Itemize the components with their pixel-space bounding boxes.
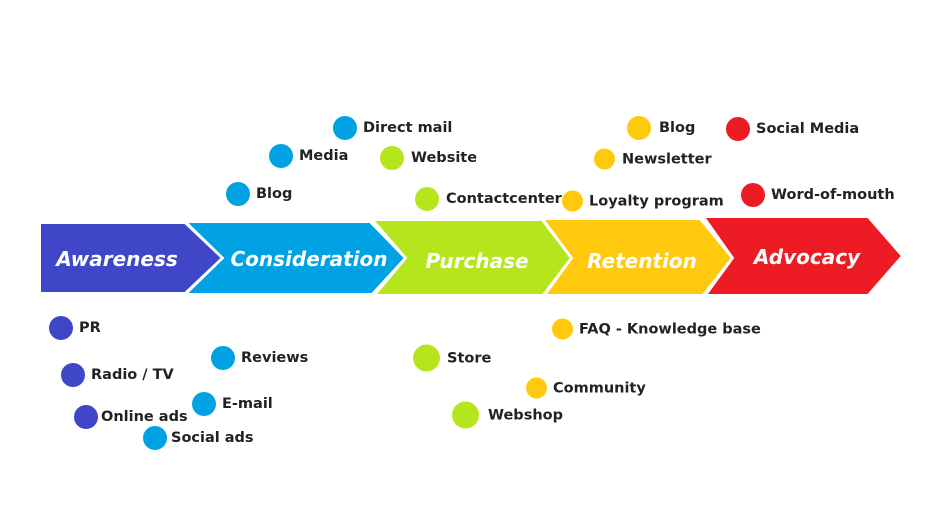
touchpoint-label: Community xyxy=(553,380,646,396)
touchpoint-label: Website xyxy=(411,150,478,166)
dot-icon xyxy=(413,344,440,372)
dot-icon xyxy=(74,405,98,429)
touchpoint-blog: Blog xyxy=(226,182,292,206)
touchpoint-label: Contactcenter xyxy=(446,191,562,207)
touchpoint-label: Reviews xyxy=(241,350,309,366)
touchpoint-label: FAQ - Knowledge base xyxy=(579,321,761,337)
touchpoint-label: Blog xyxy=(256,186,293,202)
stage-consideration-arrow xyxy=(183,221,407,295)
touchpoint-label: Store xyxy=(447,350,492,366)
dot-icon xyxy=(269,144,293,168)
touchpoint-store: Store xyxy=(413,344,492,372)
dot-icon xyxy=(415,187,439,211)
stage-advocacy-label: Advocacy xyxy=(752,245,861,269)
touchpoint-community: Community xyxy=(526,377,646,399)
touchpoint-label: Social Media xyxy=(756,121,860,137)
touchpoint-label: Webshop xyxy=(488,407,563,423)
dot-icon xyxy=(726,117,750,141)
stage-advocacy-arrow xyxy=(702,216,904,296)
touchpoint-label: Blog xyxy=(659,120,696,136)
touchpoint-webshop: Webshop xyxy=(452,401,563,429)
touchpoint-website: Website xyxy=(380,146,477,170)
touchpoint-label: Word-of-mouth xyxy=(771,187,895,203)
stage-purchase-arrow xyxy=(370,219,573,296)
touchpoint-blog-retention: Blog xyxy=(627,116,695,140)
stage-awareness-arrow xyxy=(39,222,224,294)
touchpoint-label: Media xyxy=(299,148,349,164)
dot-icon xyxy=(192,392,216,416)
dot-icon xyxy=(594,148,615,170)
touchpoint-online-ads: Online ads xyxy=(74,405,188,429)
touchpoint-label: Direct mail xyxy=(363,120,453,136)
dot-icon xyxy=(552,318,573,340)
dot-icon xyxy=(211,346,235,370)
touchpoint-email: E-mail xyxy=(192,392,273,416)
touchpoint-faq: FAQ - Knowledge base xyxy=(552,318,761,340)
stage-retention-arrow xyxy=(541,218,734,296)
dot-icon xyxy=(562,190,583,212)
stage-purchase-label: Purchase xyxy=(425,249,528,273)
dot-icon xyxy=(380,146,404,170)
dot-icon xyxy=(143,426,167,450)
touchpoint-label: Loyalty program xyxy=(589,193,724,209)
touchpoint-media: Media xyxy=(269,144,348,168)
touchpoint-social-ads: Social ads xyxy=(143,426,254,450)
stage-consideration-label: Consideration xyxy=(230,247,387,271)
touchpoint-label: Social ads xyxy=(171,430,254,446)
stage-awareness-label: Awareness xyxy=(54,247,178,271)
dot-icon xyxy=(49,316,73,340)
dot-icon xyxy=(526,377,547,399)
dot-icon xyxy=(452,401,479,429)
touchpoint-newsletter: Newsletter xyxy=(594,148,712,170)
touchpoint-reviews: Reviews xyxy=(211,346,308,370)
touchpoint-label: Online ads xyxy=(101,409,188,425)
touchpoint-word-of-mouth: Word-of-mouth xyxy=(741,183,895,207)
stage-retention-label: Retention xyxy=(587,249,697,273)
dot-icon xyxy=(61,363,85,387)
touchpoint-loyalty-program: Loyalty program xyxy=(562,190,724,212)
touchpoint-social-media: Social Media xyxy=(726,117,859,141)
touchpoint-contactcenter: Contactcenter xyxy=(415,187,562,211)
touchpoint-radio-tv: Radio / TV xyxy=(61,363,174,387)
dot-icon xyxy=(333,116,357,140)
touchpoint-label: E-mail xyxy=(222,396,273,412)
touchpoint-direct-mail: Direct mail xyxy=(333,116,452,140)
touchpoint-pr: PR xyxy=(49,316,101,340)
dot-icon xyxy=(741,183,765,207)
touchpoint-label: PR xyxy=(79,320,101,336)
touchpoint-label: Newsletter xyxy=(622,151,712,167)
touchpoint-label: Radio / TV xyxy=(91,367,174,383)
dot-icon xyxy=(226,182,250,206)
dot-icon xyxy=(627,116,651,140)
